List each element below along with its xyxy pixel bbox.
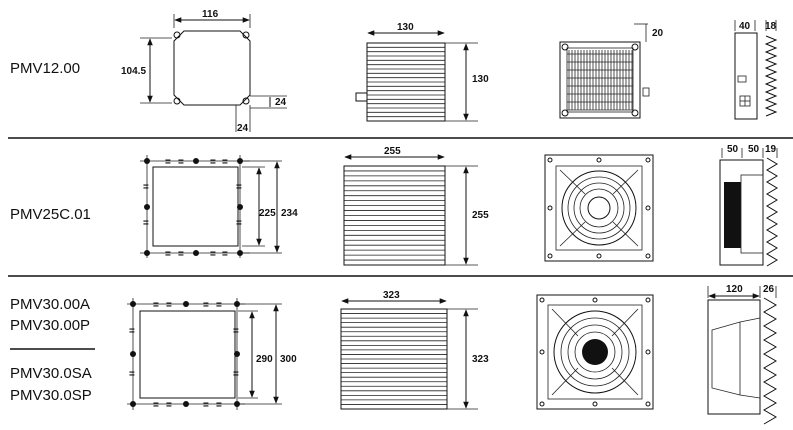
- svg-text:=: =: [153, 300, 159, 311]
- svg-text:=: =: [178, 249, 184, 260]
- model-pmv30-sa: PMV30.0SA: [10, 365, 92, 382]
- svg-text:=: =: [166, 300, 172, 311]
- dim-cutout-width: 116: [202, 9, 219, 20]
- svg-text:=: =: [236, 218, 242, 229]
- svg-text:=: =: [178, 157, 184, 168]
- svg-text:=: =: [203, 300, 209, 311]
- dim-side-grille-2: 19: [765, 144, 777, 155]
- dim-front-height-2: 255: [472, 210, 489, 221]
- svg-text:=: =: [153, 400, 159, 411]
- dim-side-depth-1: 40: [739, 21, 751, 32]
- pmv30-back-view: [536, 294, 654, 410]
- model-pmv30-p: PMV30.00P: [10, 317, 90, 334]
- svg-text:=: =: [165, 249, 171, 260]
- svg-text:=: =: [166, 400, 172, 411]
- model-pmv25: PMV25C.01: [10, 206, 91, 223]
- svg-text:=: =: [129, 326, 135, 337]
- pmv30-side-view: 120 26: [707, 284, 777, 425]
- model-pmv30-sp: PMV30.0SP: [10, 387, 92, 404]
- svg-text:=: =: [236, 182, 242, 193]
- dim-side-depth-3: 120: [726, 284, 743, 295]
- pmv12-back-view: 20: [559, 23, 664, 119]
- dim-front-height-1: 130: [472, 74, 489, 85]
- dim-tab-height: 24: [275, 97, 287, 108]
- dim-cutout-inner-3: 290: [256, 354, 273, 365]
- dim-front-width-1: 130: [397, 22, 414, 33]
- dim-cutout-outer-2: 234: [281, 208, 298, 219]
- pmv12-side-view: 40 18: [734, 20, 778, 120]
- pmv25-front-grille: 255 255: [343, 146, 489, 266]
- svg-text:=: =: [210, 249, 216, 260]
- svg-text:=: =: [143, 182, 149, 193]
- pmv12-cutout: 116 104.5 24 24: [121, 9, 287, 134]
- dim-front-height-3: 323: [472, 354, 489, 365]
- dim-front-width-3: 323: [383, 290, 400, 301]
- dim-side-depth-2: 50: [727, 144, 739, 155]
- model-pmv12: PMV12.00: [10, 60, 80, 77]
- svg-text:=: =: [216, 300, 222, 311]
- svg-text:=: =: [222, 157, 228, 168]
- dim-side-grille-1: 18: [765, 21, 777, 32]
- dim-back-offset: 20: [652, 28, 664, 39]
- pmv30-cutout: = = = = = = = = = = = = 290 300: [127, 298, 297, 411]
- pmv25-cutout: = = = = = = = = = = = = 225 234: [140, 155, 298, 260]
- svg-text:=: =: [210, 157, 216, 168]
- dim-front-width-2: 255: [384, 146, 401, 157]
- dim-cutout-outer-3: 300: [280, 354, 297, 365]
- pmv25-side-view: 50 50 19: [719, 144, 778, 267]
- dim-cutout-height: 104.5: [121, 66, 146, 77]
- model-pmv30-a: PMV30.00A: [10, 296, 90, 313]
- svg-text:=: =: [233, 369, 239, 380]
- svg-text:=: =: [203, 400, 209, 411]
- svg-text:=: =: [165, 157, 171, 168]
- dim-side-mid-2: 50: [748, 144, 760, 155]
- svg-text:=: =: [129, 369, 135, 380]
- dim-side-grille-3: 26: [763, 284, 775, 295]
- pmv12-front-grille: 130 130: [355, 22, 489, 122]
- svg-text:=: =: [222, 249, 228, 260]
- pmv25-back-view: [544, 154, 654, 262]
- dim-tab-width: 24: [237, 123, 249, 134]
- svg-text:=: =: [216, 400, 222, 411]
- pmv30-front-grille: 323 323: [340, 290, 489, 410]
- dim-cutout-inner-2: 225: [259, 208, 276, 219]
- svg-text:=: =: [143, 218, 149, 229]
- svg-text:=: =: [233, 326, 239, 337]
